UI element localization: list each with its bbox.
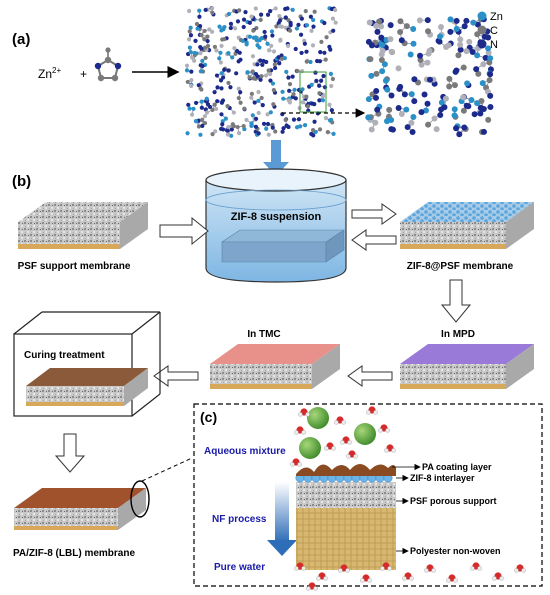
n-legend-label: N: [490, 39, 498, 51]
mpd-label: In MPD: [441, 329, 475, 340]
arrow-psf-to-beaker: [159, 216, 209, 246]
panel-a-label: (a): [12, 31, 30, 48]
final-label: PA/ZIF-8 (LBL) membrane: [13, 548, 135, 559]
panel-c-label: (c): [200, 409, 217, 425]
c-legend-label: C: [490, 25, 498, 37]
zif-interlayer-label: ZIF-8 interlayer: [410, 473, 475, 483]
zif8-framework-structure: [184, 6, 338, 138]
zif-psf-label: ZIF-8@PSF membrane: [407, 261, 514, 272]
zoom-box: [299, 71, 327, 113]
zif8-psf-membrane: [400, 202, 534, 249]
zoom-circle: [130, 480, 150, 518]
solute-ball: [354, 423, 376, 445]
c-legend-dot: [477, 25, 487, 35]
water-molecules-top: [290, 406, 396, 467]
final-membrane: [14, 488, 146, 530]
suspension-label: ZIF-8 suspension: [231, 211, 322, 223]
solute-ball: [299, 437, 321, 459]
plus-sign: +: [80, 67, 87, 81]
arrow-curing-to-final: [54, 433, 86, 473]
arrow-mpd-to-tmc: [347, 365, 393, 387]
zif8-pore-structure: [365, 16, 494, 138]
pure-water-label: Pure water: [214, 562, 265, 573]
curing-label: Curing treatment: [24, 350, 105, 361]
nf-process-label: NF process: [212, 514, 267, 525]
psf-support-membrane: [18, 202, 148, 249]
aqueous-label: Aqueous mixture: [204, 446, 286, 457]
inset-labels: PA coating layer ZIF-8 interlayer PSF po…: [392, 462, 501, 556]
zn-legend-label: Zn: [490, 11, 503, 23]
membrane-in-beaker: [221, 229, 345, 263]
solute-ball: [307, 407, 329, 429]
arrow-zif-to-beaker: [351, 229, 397, 251]
curing-oven-cube: [13, 311, 161, 417]
pa-coating: [296, 464, 396, 476]
zinc-ion-label: Zn2+: [38, 66, 61, 81]
curing-membrane: [26, 368, 148, 406]
imidazole-linker-icon: [94, 47, 122, 82]
tmc-label: In TMC: [247, 329, 280, 340]
n-legend-dot: [477, 39, 487, 49]
mpd-membrane: [400, 344, 534, 389]
zn-legend-dot: [477, 11, 487, 21]
arrow-beaker-to-zif: [351, 203, 397, 225]
atom-legend: Zn C N: [477, 11, 503, 51]
water-molecules-bottom: [294, 562, 526, 591]
arrow-zif-to-mpd: [440, 279, 472, 323]
polyester-layer: [296, 508, 396, 570]
zoom-connector: [141, 457, 193, 482]
beaker: [205, 168, 347, 283]
psf-porous-label: PSF porous support: [410, 496, 497, 506]
panel-b-label: (b): [12, 173, 31, 190]
polyester-label: Polyester non-woven: [410, 546, 501, 556]
tmc-membrane: [210, 344, 340, 389]
nf-process-arrow: [267, 482, 297, 556]
membrane-cross-section: [295, 464, 396, 570]
arrow-tmc-to-curing: [153, 365, 199, 387]
pa-coating-label: PA coating layer: [422, 462, 492, 472]
psf-layer: [296, 482, 396, 508]
psf-support-label: PSF support membrane: [18, 261, 131, 272]
